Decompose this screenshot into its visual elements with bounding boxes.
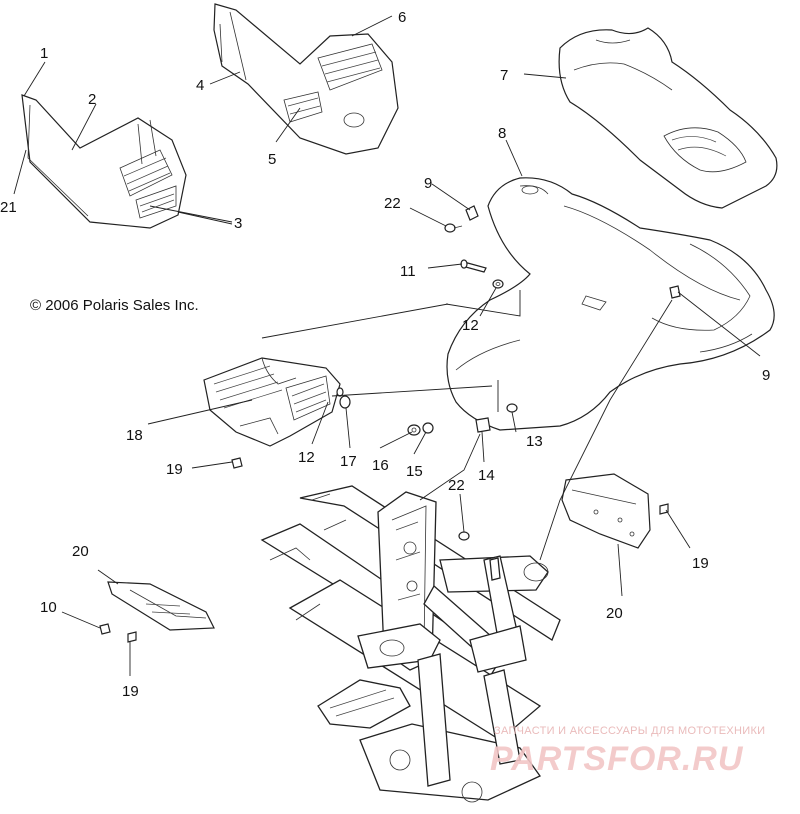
callout-5: 5: [268, 151, 276, 168]
callout-10: 10: [40, 599, 57, 616]
callout-20-right: 20: [606, 605, 623, 622]
callout-16: 16: [372, 457, 389, 474]
main-fender-body: [446, 177, 775, 431]
callout-7: 7: [500, 67, 508, 84]
callout-19-right: 19: [692, 555, 709, 572]
callout-4: 4: [196, 77, 204, 94]
callout-19-left: 19: [166, 461, 183, 478]
callout-6: 6: [398, 9, 406, 26]
leader-lines: [13, 15, 761, 676]
left-front-panel: [21, 94, 187, 229]
hardware: [99, 205, 681, 643]
watermark-brand: PARTSFOR.RU: [490, 740, 744, 778]
callout-labels: 1 2 3 21 4 5 6 7 8 9 22 11 12 9 18 12 17…: [0, 9, 770, 700]
upper-center-panel: [213, 3, 399, 155]
callout-19-bottom: 19: [122, 683, 139, 700]
watermark-tagline: ЗАПЧАСТИ И АКСЕССУАРЫ ДЛЯ МОТОТЕХНИКИ: [494, 725, 765, 737]
callout-22-lower: 22: [448, 477, 465, 494]
callout-3: 3: [234, 215, 242, 232]
callout-20-left: 20: [72, 543, 89, 560]
callout-17: 17: [340, 453, 357, 470]
callout-2: 2: [88, 91, 96, 108]
lower-left-plate: [107, 581, 215, 631]
callout-11: 11: [400, 263, 416, 280]
copyright-notice: © 2006 Polaris Sales Inc.: [30, 297, 199, 314]
rear-fender-cover: [558, 27, 778, 209]
callout-18: 18: [126, 427, 143, 444]
callout-1: 1: [40, 45, 48, 62]
watermark: ЗАПЧАСТИ И АКСЕССУАРЫ ДЛЯ МОТОТЕХНИКИ PA…: [490, 725, 765, 778]
chassis-frame: [260, 485, 561, 803]
front-bracket: [203, 357, 341, 447]
callout-21: 21: [0, 199, 17, 216]
callout-13: 13: [526, 433, 543, 450]
callout-15: 15: [406, 463, 423, 480]
callout-22-upper: 22: [384, 195, 401, 212]
callout-12-lower: 12: [298, 449, 315, 466]
callout-8: 8: [498, 125, 506, 142]
callout-14: 14: [478, 467, 495, 484]
callout-9-right: 9: [762, 367, 770, 384]
callout-12-upper: 12: [462, 317, 479, 334]
callout-9-upper: 9: [424, 175, 432, 192]
right-plate: [561, 473, 651, 549]
